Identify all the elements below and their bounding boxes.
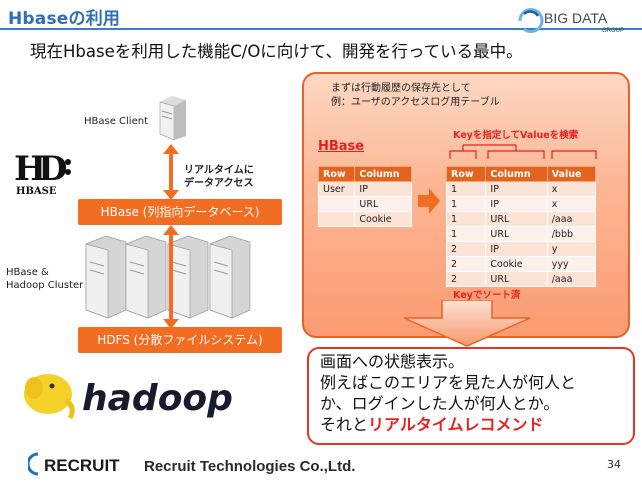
cluster-double-arrow-icon	[163, 225, 179, 329]
panel-note-line-2: 例：ユーザのアクセスログ用テーブル	[331, 97, 500, 108]
table-cell: URL	[485, 271, 548, 287]
panel-note-line-1: まずは行動履歴の保存先として	[331, 83, 471, 94]
callout-line-4-prefix: それと	[320, 415, 369, 434]
key-search-label: Keyを指定してValueを検索	[453, 130, 579, 141]
hbase-logo-text: HBASE	[16, 186, 57, 196]
table-row: URL	[317, 196, 412, 212]
table-cell	[317, 211, 356, 227]
table-cell: User	[317, 181, 356, 197]
realtime-line-1: リアルタイムに	[184, 165, 254, 176]
table-header-row: Row Column	[317, 166, 412, 182]
table-row: Cookie	[317, 211, 412, 227]
hbase-schema-table: Row Column User IP URL Cookie	[317, 166, 412, 227]
hbase-data-table: Row Column Value 1 IP x 1 IP x 1 URL /aa…	[445, 166, 597, 287]
page-number: 34	[607, 458, 621, 471]
sorted-by-key-label: Keyでソート済	[453, 290, 521, 301]
table-cell: 2	[445, 256, 487, 272]
table-header-cell: Column	[354, 166, 412, 182]
hbase-db-box: HBase (列指向データベース)	[78, 199, 282, 225]
table-row: 2 Cookie yyy	[445, 256, 597, 272]
table-cell: /bbb	[546, 226, 597, 242]
table-cell: x	[546, 181, 597, 197]
down-arrow-icon	[403, 300, 531, 347]
double-arrow-icon	[163, 144, 179, 200]
callout-line-1: 画面への状態表示。	[320, 352, 465, 371]
table-cell	[317, 196, 356, 212]
table-cell: IP	[485, 196, 548, 212]
table-header-row: Row Column Value	[445, 166, 597, 182]
table-cell: IP	[485, 241, 548, 257]
table-row: User IP	[317, 181, 412, 197]
callout-text: 画面への状態表示。 例えばこのエリアを見た人が何人と か、ログインした人が何人と…	[320, 351, 576, 435]
callout-line-3: か、ログインした人が何人とか。	[320, 394, 560, 413]
table-cell: Cookie	[485, 256, 548, 272]
table-header-cell: Column	[485, 166, 548, 182]
table-cell: URL	[485, 226, 548, 242]
table-row: 1 IP x	[445, 181, 597, 197]
company-name: Recruit Technologies Co.,Ltd.	[144, 458, 355, 475]
panel-note: まずは行動履歴の保存先として 例：ユーザのアクセスログ用テーブル	[331, 82, 500, 110]
table-row: 1 URL /aaa	[445, 211, 597, 227]
hbase-logo: H D HBASE	[14, 149, 71, 196]
table-cell: /aaa	[546, 271, 597, 287]
right-arrow-icon	[418, 188, 440, 214]
table-cell: 2	[445, 241, 487, 257]
hadoop-logo: hadoop	[24, 374, 233, 420]
title-divider	[0, 28, 642, 30]
table-cell: IP	[485, 181, 548, 197]
status-display-callout	[307, 347, 635, 445]
hadoop-text: hadoop	[82, 378, 233, 419]
table-row: 2 URL /aaa	[445, 271, 597, 287]
realtime-recommend-highlight: リアルタイムレコメンド	[368, 415, 544, 434]
realtime-line-2: データアクセス	[184, 178, 254, 189]
table-header-cell: Row	[317, 166, 356, 182]
table-cell: yyy	[546, 256, 597, 272]
bigdata-text: BIG DATA	[544, 10, 608, 26]
panel-hbase-title: HBase	[318, 139, 365, 154]
table-cell: x	[546, 196, 597, 212]
client-server-icon	[159, 96, 186, 140]
table-row: 1 URL /bbb	[445, 226, 597, 242]
table-cell: 2	[445, 271, 487, 287]
cluster-servers-icon	[85, 235, 251, 319]
svg-text:D: D	[38, 149, 67, 189]
table-row: 1 IP x	[445, 196, 597, 212]
recruit-logo: RECRUIT Recruit Technologies Co.,Ltd.	[28, 452, 355, 476]
table-cell: y	[546, 241, 597, 257]
cluster-label: HBase & Hadoop Cluster	[6, 266, 83, 292]
bigdata-group-text: GROUP	[602, 28, 624, 34]
table-cell: Cookie	[354, 211, 412, 227]
cluster-line-2: Hadoop Cluster	[6, 280, 84, 291]
hdfs-box: HDFS (分散ファイルシステム)	[78, 327, 282, 353]
cluster-line-1: HBase &	[6, 267, 49, 278]
realtime-access-label: リアルタイムに データアクセス	[184, 164, 254, 190]
bigdata-group-logo: BIG DATA GROUP	[518, 8, 624, 34]
table-cell: 1	[445, 226, 487, 242]
table-cell: /aaa	[546, 211, 597, 227]
hbase-client-label: HBase Client	[84, 116, 148, 127]
table-cell: IP	[354, 181, 412, 197]
table-header-cell: Row	[445, 166, 487, 182]
slide-title: Hbaseの利用	[8, 9, 121, 29]
svg-text:H: H	[14, 149, 46, 189]
table-cell: URL	[354, 196, 412, 212]
slide-subtitle: 現在Hbaseを利用した機能C/Oに向けて、開発を行っている最中。	[30, 42, 523, 61]
table-header-cell: Value	[546, 166, 597, 182]
table-cell: 1	[445, 211, 487, 227]
recruit-mark-text: RECRUIT	[44, 456, 120, 475]
callout-line-2: 例えばこのエリアを見た人が何人と	[320, 373, 577, 392]
table-cell: 1	[445, 196, 487, 212]
table-row: 2 IP y	[445, 241, 597, 257]
key-bracket-lines	[449, 144, 597, 159]
callout-line-4: それとリアルタイムレコメンド	[320, 414, 576, 435]
table-cell: 1	[445, 181, 487, 197]
table-cell: URL	[485, 211, 548, 227]
